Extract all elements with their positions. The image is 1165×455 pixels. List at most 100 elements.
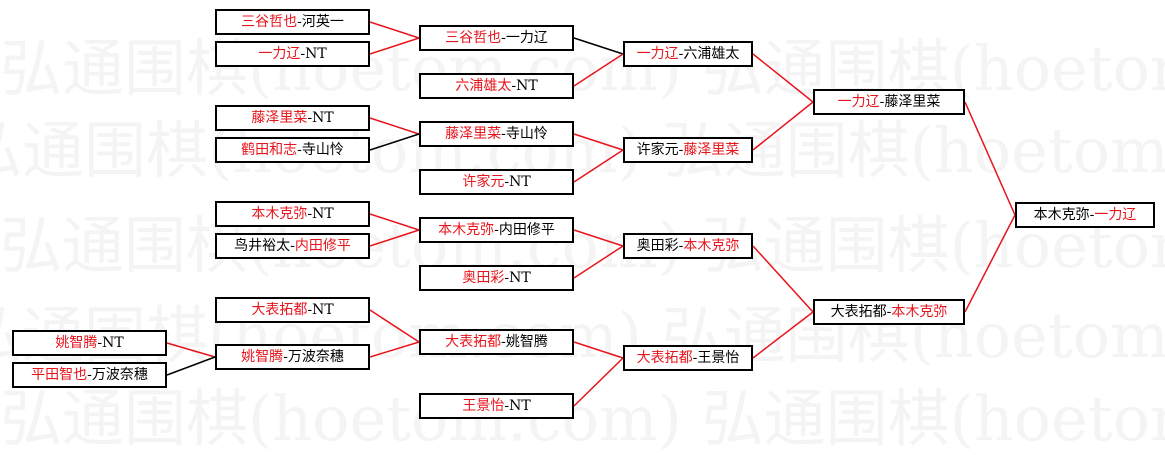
player-1: 六浦雄太 <box>455 78 512 94</box>
connector-line <box>573 133 624 151</box>
player-2: 本木克弥 <box>891 304 948 320</box>
match-box: 一力辽-藤泽里菜 <box>813 89 965 115</box>
player-1: 王景怡 <box>462 398 505 414</box>
match-box: 姚智腾-NT <box>12 330 167 356</box>
player-2: 姚智腾 <box>505 334 548 350</box>
match-box: 平田智也-万波奈穗 <box>12 362 167 388</box>
match-box: 藤泽里菜-NT <box>215 105 370 131</box>
player-1: 鹤田和志 <box>241 142 298 158</box>
player-1: 姚智腾 <box>241 349 284 365</box>
connector-line <box>369 37 420 55</box>
connector-line <box>573 357 624 407</box>
match-box: 奥田彩-NT <box>419 265 574 291</box>
player-1: 藤泽里菜 <box>251 110 308 126</box>
player-1: 本木克弥 <box>1033 207 1090 223</box>
match-box: 鹤田和志-寺山怜 <box>215 137 370 163</box>
player-1: 鸟井裕太 <box>234 238 291 254</box>
player-2: 藤泽里菜 <box>884 94 941 110</box>
player-1: 奥田彩 <box>636 238 679 254</box>
match-box: 藤泽里菜-寺山怜 <box>419 121 574 147</box>
player-2: 本木克弥 <box>683 238 740 254</box>
player-1: 三谷哲也 <box>241 14 298 30</box>
connector-line <box>573 149 624 183</box>
connector-line <box>573 341 624 359</box>
player-1: 一力辽 <box>636 46 679 62</box>
player-1: 本木克弥 <box>251 206 308 222</box>
player-2: 万波奈穗 <box>91 367 148 383</box>
player-2: 寺山怜 <box>505 126 548 142</box>
player-1: 藤泽里菜 <box>445 126 502 142</box>
player-2: NT <box>305 46 327 62</box>
connector-line <box>369 229 420 247</box>
connector-line <box>752 101 814 151</box>
connector-line <box>166 342 216 358</box>
player-1: 本木克弥 <box>438 222 495 238</box>
player-1: 大表拓都 <box>636 350 693 366</box>
connector-line <box>369 133 420 151</box>
player-1: 大表拓都 <box>445 334 502 350</box>
player-2: NT <box>312 110 334 126</box>
player-1: 许家元 <box>462 174 505 190</box>
match-box: 三谷哲也-一力辽 <box>419 25 574 51</box>
match-box: 许家元-NT <box>419 169 574 195</box>
player-1: 许家元 <box>636 142 679 158</box>
connector-line <box>573 37 624 55</box>
player-2: 六浦雄太 <box>683 46 740 62</box>
player-2: 寺山怜 <box>301 142 344 158</box>
connector-line <box>964 214 1016 313</box>
player-1: 奥田彩 <box>462 270 505 286</box>
bracket-lines <box>166 21 1016 407</box>
connector-line <box>573 53 624 87</box>
player-2: 河英一 <box>301 14 344 30</box>
player-2: NT <box>509 398 531 414</box>
match-box: 大表拓都-NT <box>215 297 370 323</box>
player-2: NT <box>312 206 334 222</box>
player-2: NT <box>509 270 531 286</box>
match-box: 鸟井裕太-内田修平 <box>215 233 370 259</box>
player-2: 内田修平 <box>294 238 351 254</box>
connector-line <box>573 245 624 279</box>
player-2: 一力辽 <box>1094 207 1137 223</box>
match-box: 三谷哲也-河英一 <box>215 9 370 35</box>
match-box: 王景怡-NT <box>419 393 574 419</box>
player-1: 一力辽 <box>837 94 880 110</box>
player-1: 一力辽 <box>258 46 301 62</box>
player-1: 姚智腾 <box>55 335 98 351</box>
match-box: 奥田彩-本木克弥 <box>623 233 753 259</box>
connector-line <box>369 117 420 135</box>
match-box: 姚智腾-万波奈穗 <box>215 344 370 370</box>
player-2: NT <box>516 78 538 94</box>
player-2: NT <box>509 174 531 190</box>
match-box: 大表拓都-姚智腾 <box>419 329 574 355</box>
connector-line <box>369 341 420 358</box>
player-1: 三谷哲也 <box>445 30 502 46</box>
player-1: 大表拓都 <box>251 302 308 318</box>
match-box: 本木克弥-NT <box>215 201 370 227</box>
connector-line <box>964 101 1016 216</box>
match-box: 大表拓都-王景怡 <box>623 345 753 371</box>
connector-line <box>752 245 814 313</box>
match-box: 本木克弥-内田修平 <box>419 217 574 243</box>
match-box: 许家元-藤泽里菜 <box>623 137 753 163</box>
connector-line <box>752 53 814 103</box>
player-2: 王景怡 <box>697 350 740 366</box>
connector-line <box>573 229 624 247</box>
player-2: NT <box>312 302 334 318</box>
match-box: 一力辽-六浦雄太 <box>623 41 753 67</box>
player-1: 大表拓都 <box>830 304 887 320</box>
player-1: 平田智也 <box>31 367 88 383</box>
connector-line <box>369 213 420 231</box>
match-box: 六浦雄太-NT <box>419 73 574 99</box>
player-2: NT <box>102 335 124 351</box>
connector-line <box>166 356 216 376</box>
connector-line <box>369 21 420 39</box>
player-2: 万波奈穗 <box>287 349 344 365</box>
player-2: 藤泽里菜 <box>683 142 740 158</box>
match-box: 一力辽-NT <box>215 41 370 67</box>
final-match-box: 本木克弥-一力辽 <box>1015 202 1155 228</box>
connector-line <box>369 309 420 343</box>
match-box: 大表拓都-本木克弥 <box>813 299 965 325</box>
player-2: 一力辽 <box>505 30 548 46</box>
connector-line <box>752 311 814 359</box>
player-2: 内田修平 <box>498 222 555 238</box>
